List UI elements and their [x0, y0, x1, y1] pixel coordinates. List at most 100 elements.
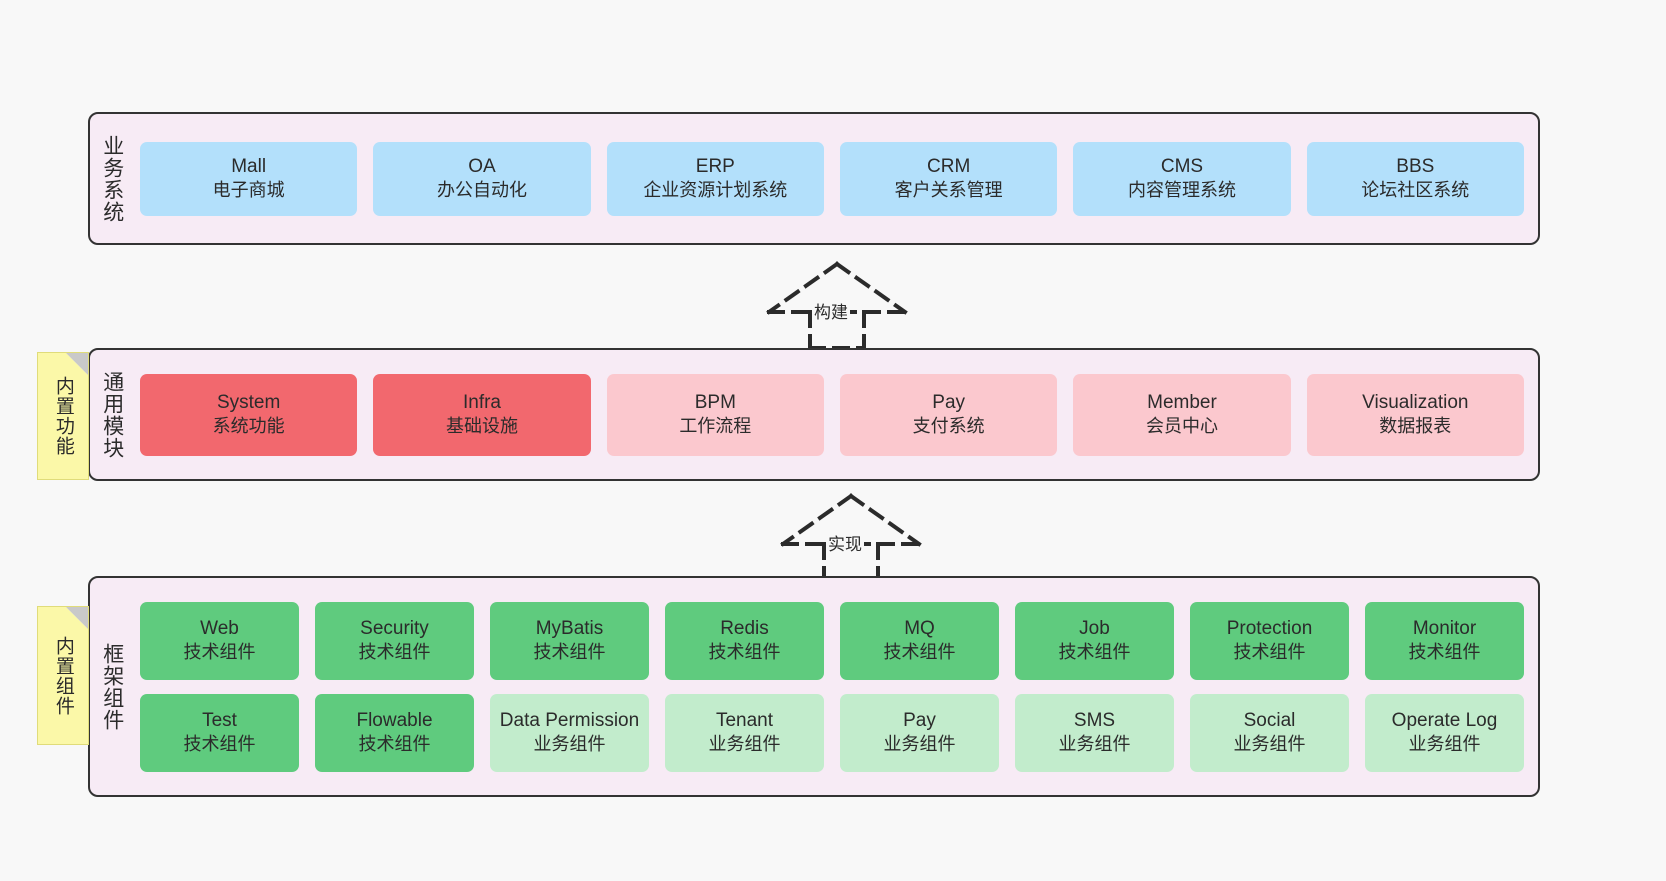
card-subtitle: 数据报表 — [1379, 416, 1452, 437]
card-title: Mall — [231, 156, 267, 178]
sticky-note-builtin-components-text: 内置组件 — [52, 635, 74, 716]
card-title: Member — [1147, 392, 1217, 414]
card-title: BBS — [1396, 156, 1435, 178]
card-title: Infra — [462, 392, 501, 414]
card-subtitle: 客户关系管理 — [894, 180, 1003, 201]
card-title: Security — [360, 618, 429, 640]
card-subtitle: 工作流程 — [679, 416, 752, 437]
card-subtitle: 技术组件 — [183, 734, 256, 755]
layer-framework-label: 框架组件 — [100, 642, 124, 731]
card-title: Operate Log — [1391, 710, 1498, 732]
card-title: Data Permission — [499, 710, 640, 732]
card-subtitle: 业务组件 — [1233, 734, 1306, 755]
card-subtitle: 系统功能 — [212, 416, 285, 437]
card-subtitle: 支付系统 — [912, 416, 985, 437]
card-title: CRM — [927, 156, 971, 178]
card-title: ERP — [695, 156, 735, 178]
card-title: Tenant — [715, 710, 774, 732]
card-title: MyBatis — [535, 618, 604, 640]
card-subtitle: 技术组件 — [358, 734, 431, 755]
card-subtitle: 办公自动化 — [436, 180, 527, 201]
card-title: Flowable — [356, 710, 433, 732]
card-title: Monitor — [1412, 618, 1477, 640]
card-subtitle: 技术组件 — [1233, 642, 1306, 663]
card-subtitle: 技术组件 — [883, 642, 956, 663]
card-subtitle: 论坛社区系统 — [1361, 180, 1470, 201]
card-subtitle: 电子商城 — [212, 180, 285, 201]
card-title: Test — [202, 710, 237, 732]
card-title: Protection — [1226, 618, 1313, 640]
card-title: Redis — [720, 618, 769, 640]
card-title: Job — [1079, 618, 1110, 640]
card-title: SMS — [1073, 710, 1116, 732]
card-subtitle: 技术组件 — [1058, 642, 1131, 663]
card-subtitle: 技术组件 — [708, 642, 781, 663]
layer-business-label: 业务系统 — [100, 134, 124, 223]
sticky-note-builtin-features-text: 内置功能 — [52, 376, 74, 456]
card-subtitle: 业务组件 — [883, 734, 956, 755]
connector-implement-label: 实现 — [826, 530, 864, 555]
card-subtitle: 业务组件 — [1058, 734, 1131, 755]
card-subtitle: 技术组件 — [358, 642, 431, 663]
card-subtitle: 业务组件 — [1408, 734, 1481, 755]
card-title: Visualization — [1362, 392, 1469, 414]
card-subtitle: 技术组件 — [183, 642, 256, 663]
card-subtitle: 内容管理系统 — [1127, 180, 1236, 201]
sticky-note-builtin-components: 内置组件 — [37, 606, 89, 745]
card-title: CMS — [1160, 156, 1204, 178]
connector-build-label: 构建 — [812, 298, 850, 323]
layer-modules-label: 通用模块 — [100, 370, 124, 459]
card-subtitle: 技术组件 — [533, 642, 606, 663]
card-subtitle: 业务组件 — [708, 734, 781, 755]
card-title: Pay — [932, 392, 966, 414]
card-subtitle: 业务组件 — [533, 734, 606, 755]
card-title: MQ — [904, 618, 935, 640]
card-title: BPM — [694, 392, 736, 414]
card-subtitle: 会员中心 — [1145, 416, 1218, 437]
connector-build: 构建 — [762, 258, 912, 350]
card-subtitle: 技术组件 — [1408, 642, 1481, 663]
card-title: Pay — [903, 710, 936, 732]
card-title: System — [216, 392, 281, 414]
card-subtitle: 企业资源计划系统 — [643, 180, 788, 201]
connector-implement: 实现 — [776, 490, 926, 582]
card-title: Social — [1243, 710, 1296, 732]
card-title: Web — [200, 618, 239, 640]
